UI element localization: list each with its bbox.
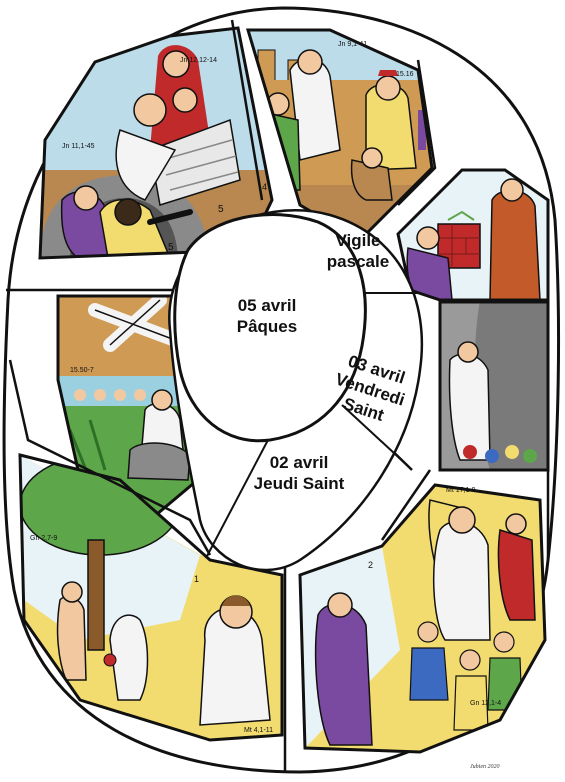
ref-passion: 15.50-7: [70, 367, 94, 374]
panel-number-5a: 5: [218, 204, 224, 215]
panel-number-4: 4: [262, 182, 267, 192]
ref-jerusalem-entry: Jn 12,12-14: [180, 57, 217, 64]
center-oval: [173, 213, 367, 443]
easter-name: Pâques: [236, 317, 298, 336]
artist-signature: Jubien 2020: [470, 764, 500, 770]
frame-dividers: [6, 19, 550, 772]
vigil-line2: pascale: [326, 252, 390, 271]
ref-pharisee: 15.16: [396, 71, 414, 78]
holy-thursday-name: Jeudi Saint: [253, 474, 345, 493]
holy-thursday-date: 02 avril: [269, 453, 329, 472]
panel-passion: [438, 300, 550, 472]
ref-lazarus: Jn 11,1-45: [62, 143, 95, 150]
label-easter: 05 avril Pâques: [212, 295, 322, 337]
easter-date: 05 avril: [237, 296, 297, 315]
panel-transfiguration: Mt 17,1-9 Gn 12,1-4 2 Jubien 2020: [298, 483, 547, 770]
ref-temptation: Mt 4,1-11: [244, 727, 273, 734]
label-holy-thursday: 02 avril Jeudi Saint: [244, 452, 354, 494]
ref-transfiguration: Mt 17,1-9: [446, 487, 476, 494]
panel-number-1: 1: [194, 574, 199, 584]
label-vigil: Vigile pascale: [316, 230, 400, 272]
inner-dividers: [205, 292, 418, 559]
ref-abraham: Gn 12,1-4: [470, 700, 501, 707]
ref-genesis: Gn 2,7-9: [30, 535, 57, 542]
panel-number-5b: 5: [168, 242, 174, 253]
panel-number-2: 2: [368, 560, 373, 570]
vigil-line1: Vigile: [335, 231, 381, 250]
ref-blind-man: Jn 9,1-41: [338, 41, 367, 48]
